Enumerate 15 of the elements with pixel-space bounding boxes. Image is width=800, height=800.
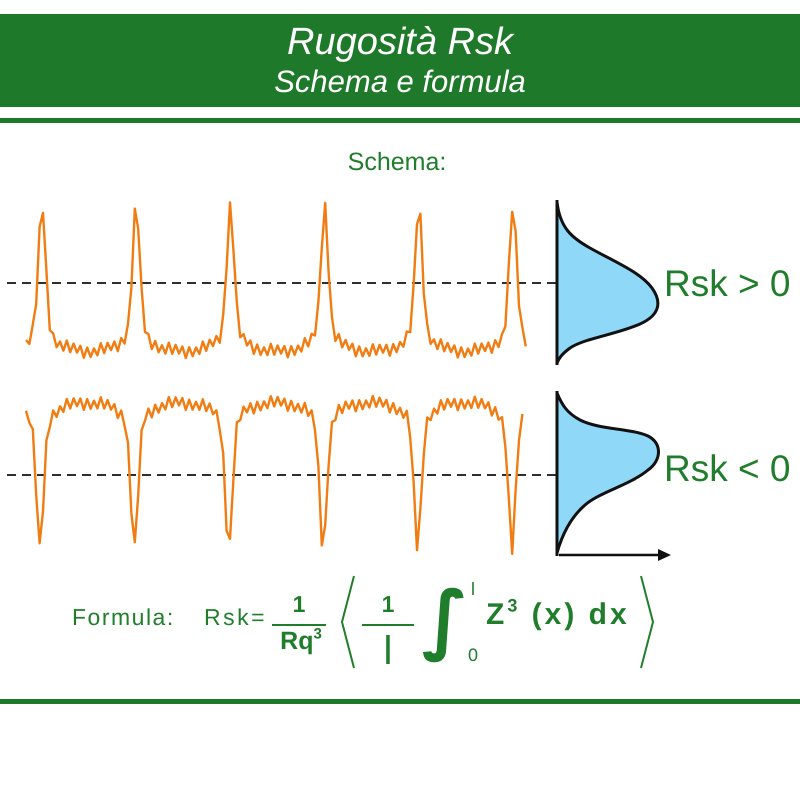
denominator: l bbox=[384, 628, 392, 674]
lower-limit: 0 bbox=[468, 645, 478, 666]
title: Rugosità Rsk bbox=[287, 21, 513, 65]
formula-label: Formula: bbox=[72, 604, 175, 630]
numerator: 1 bbox=[382, 591, 394, 618]
skewness-label: Rsk > 0 bbox=[664, 263, 790, 306]
formula-term: Rsk= bbox=[204, 604, 268, 630]
skewness-label: Rsk < 0 bbox=[664, 448, 790, 491]
upper-limit: l bbox=[471, 579, 475, 600]
integrand: Z$^{3}$ (x) dx bbox=[486, 598, 630, 632]
denominator: Rq$^{3}$ bbox=[280, 627, 322, 656]
subtitle: Schema e formula bbox=[274, 64, 526, 100]
section-heading: Schema: bbox=[348, 148, 446, 177]
integral-sign: ∫ bbox=[422, 573, 468, 665]
numerator: 1 bbox=[292, 591, 306, 618]
